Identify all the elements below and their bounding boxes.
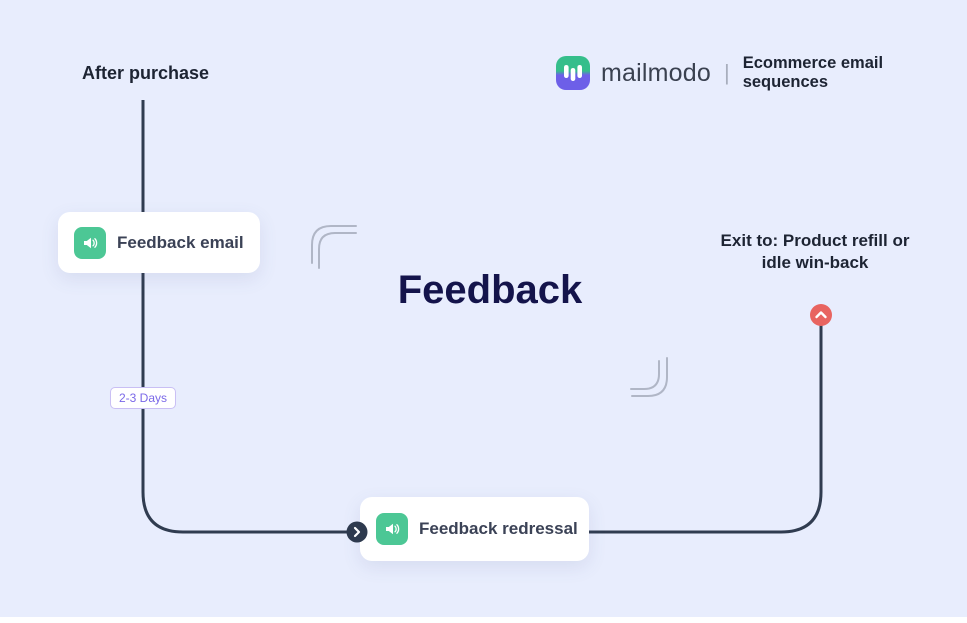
header-tagline: Ecommerce email sequences: [742, 54, 884, 91]
step-arrow[interactable]: [346, 521, 368, 543]
mailmodo-logo-icon: [556, 56, 590, 90]
exit-marker[interactable]: [810, 304, 832, 326]
chevron-up-icon: [815, 311, 827, 319]
entry-label: After purchase: [82, 63, 210, 83]
bottom-strip: [0, 617, 967, 623]
brand-name: mailmodo: [601, 58, 711, 87]
megaphone-icon: [376, 513, 408, 545]
node-card-feedback-redressal[interactable]: Feedback redressal: [360, 497, 589, 561]
exit-label: Exit to: Product refill or idle win-back: [720, 231, 910, 272]
megaphone-icon: [74, 226, 106, 259]
chevron-right-icon: [353, 526, 361, 538]
flow-title: Feedback: [397, 268, 583, 312]
node-card-feedback-email[interactable]: Feedback email: [58, 212, 260, 273]
header: mailmodo | Ecommerce email sequences: [556, 54, 967, 92]
node-label: Feedback email: [117, 232, 244, 252]
node-label: Feedback redressal: [419, 519, 578, 538]
header-divider: |: [723, 60, 730, 85]
logo-bars-icon: [564, 65, 582, 81]
delay-badge[interactable]: 2-3 Days: [109, 387, 177, 409]
